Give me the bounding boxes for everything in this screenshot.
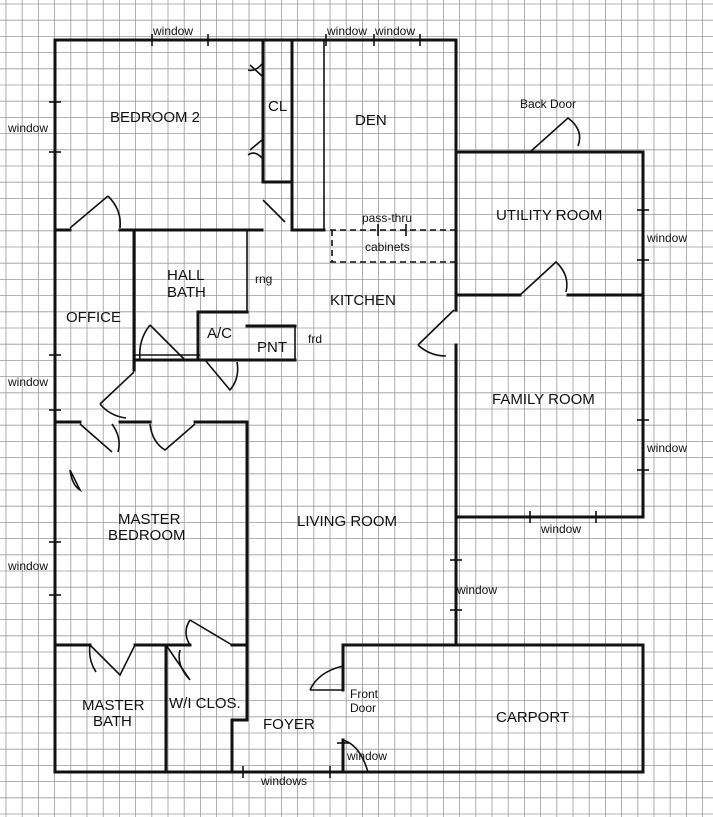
note-front-door-line2: Door xyxy=(350,701,376,715)
outer-wall-main xyxy=(53,38,645,774)
note-pass-thru: pass-thru xyxy=(362,211,412,225)
label-master-bedroom-line2: BEDROOM xyxy=(108,527,186,544)
label-foyer: FOYER xyxy=(263,716,315,733)
label-hall-bath-line2: BATH xyxy=(167,284,206,301)
label-den: DEN xyxy=(355,112,387,129)
note-window-top-2: window xyxy=(326,24,367,38)
label-closet: CL xyxy=(268,98,287,115)
walls xyxy=(53,38,645,774)
label-living-room: LIVING ROOM xyxy=(297,513,397,530)
annotations: window window window window window windo… xyxy=(7,24,687,788)
label-office: OFFICE xyxy=(66,309,121,326)
note-window-right-2: window xyxy=(646,441,687,455)
note-windows-bottom: windows xyxy=(260,774,307,788)
label-hall-bath-line1: HALL xyxy=(167,267,205,284)
note-window-foyer: window xyxy=(346,749,387,763)
label-carport: CARPORT xyxy=(496,709,569,726)
note-fridge: frd xyxy=(308,332,322,346)
label-pantry: PNT xyxy=(257,339,287,356)
note-window-family-bottom: window xyxy=(540,522,581,536)
label-master-bath-line2: BATH xyxy=(93,713,132,730)
note-window-left-2: window xyxy=(7,375,48,389)
label-utility-room: UTILITY ROOM xyxy=(496,207,602,224)
label-family-room: FAMILY ROOM xyxy=(492,391,595,408)
label-kitchen: KITCHEN xyxy=(330,292,396,309)
door-swings xyxy=(69,63,581,773)
window-ticks xyxy=(49,34,649,778)
label-ac: A/C xyxy=(207,325,232,342)
label-master-bath-line1: MASTER xyxy=(82,697,145,714)
note-window-right-1: window xyxy=(646,231,687,245)
note-window-left-1: window xyxy=(7,121,48,135)
note-window-left-3: window xyxy=(7,559,48,573)
note-window-living: window xyxy=(456,583,497,597)
note-window-top-1: window xyxy=(152,24,193,38)
label-walk-in-closet: W/I CLOS. xyxy=(169,695,241,712)
note-back-door: Back Door xyxy=(520,97,576,111)
label-master-bedroom-line1: MASTER xyxy=(118,511,181,528)
note-front-door-line1: Front xyxy=(350,687,379,701)
label-bedroom-2: BEDROOM 2 xyxy=(110,109,200,126)
note-window-top-3: window xyxy=(374,24,415,38)
note-cabinets: cabinets xyxy=(365,240,410,254)
note-range: rng xyxy=(255,272,272,286)
room-labels: BEDROOM 2 CL DEN UTILITY ROOM HALL BATH … xyxy=(66,98,602,733)
